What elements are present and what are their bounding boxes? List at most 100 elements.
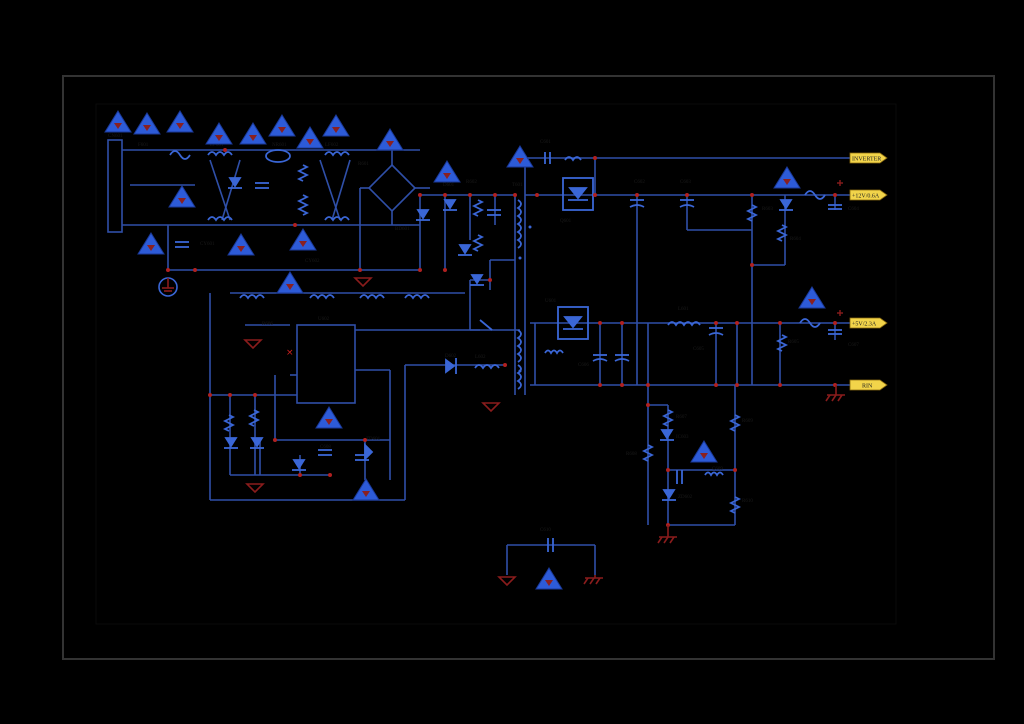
port-inverter-label: INVERTER [852, 157, 881, 163]
svg-text:U601: U601 [545, 299, 557, 304]
svg-text:R603: R603 [762, 207, 773, 212]
warning-triangle-mark [516, 158, 524, 164]
warning-triangle-icon [322, 114, 350, 137]
svg-text:T601: T601 [512, 183, 523, 188]
warning-triangle-icon [798, 286, 826, 309]
svg-text:R607: R607 [676, 415, 687, 420]
warning-triangle-mark [286, 284, 294, 290]
port-12v-label: +12V/0.6A [852, 194, 880, 200]
warning-triangle-mark [215, 135, 223, 141]
warning-triangle-icon [205, 122, 233, 145]
port-rin-label: RIN [862, 384, 873, 390]
warning-triangle-icon [535, 567, 563, 590]
warning-triangle-mark [386, 141, 394, 147]
svg-text:NR601: NR601 [272, 143, 287, 148]
svg-text:C603: C603 [680, 180, 691, 185]
warning-triangle-mark [362, 491, 370, 497]
warning-triangle-icon [296, 126, 324, 149]
warning-triangle-mark [178, 198, 186, 204]
inductors [169, 149, 826, 477]
warning-triangle-icon [133, 112, 161, 135]
svg-text:L601: L601 [678, 307, 689, 312]
svg-text:C606: C606 [578, 363, 589, 368]
svg-text:D601: D601 [443, 183, 455, 188]
svg-text:R608: R608 [626, 452, 637, 457]
warning-triangle-mark [237, 246, 245, 252]
junction-nodes [166, 148, 837, 527]
svg-text:C608: C608 [320, 445, 331, 450]
warning-triangle-mark [325, 419, 333, 425]
svg-text:LF602: LF602 [325, 143, 339, 148]
svg-text:R606: R606 [262, 322, 273, 327]
port-rin: RIN [849, 379, 888, 391]
warning-triangle-mark [332, 127, 340, 133]
warning-triangle-icon [315, 406, 343, 429]
svg-text:CY601: CY601 [200, 242, 215, 247]
svg-text:R605: R605 [788, 340, 799, 345]
warning-triangle-mark [114, 123, 122, 129]
capacitors [175, 152, 842, 552]
warning-triangle-mark [143, 125, 151, 131]
warning-triangle-icon [352, 478, 380, 501]
warning-triangle-icon [690, 440, 718, 463]
svg-text:R602: R602 [466, 180, 477, 185]
svg-text:L602: L602 [475, 355, 486, 360]
warning-triangle-icon [166, 110, 194, 133]
warning-triangle-icon [104, 110, 132, 133]
svg-text:C602: C602 [634, 180, 645, 185]
svg-text:C607: C607 [848, 343, 859, 348]
warning-triangle-mark [249, 135, 257, 141]
port-12v: +12V/0.6A [849, 189, 888, 201]
port-inverter: INVERTER [849, 152, 888, 164]
svg-text:×: × [286, 348, 294, 358]
svg-text:ZD601: ZD601 [366, 437, 381, 442]
svg-text:C604: C604 [848, 207, 859, 212]
svg-text:R610: R610 [742, 499, 753, 504]
svg-text:R601: R601 [358, 162, 369, 167]
warning-triangle-mark [306, 139, 314, 145]
outer-frame [62, 75, 995, 660]
warning-triangles [104, 110, 826, 590]
svg-text:CY602: CY602 [305, 259, 320, 264]
svg-text:C609: C609 [712, 467, 723, 472]
svg-text:C610: C610 [540, 528, 551, 533]
pin-markers: × [286, 180, 843, 373]
warning-triangle-icon [433, 160, 461, 183]
svg-text:F601: F601 [138, 143, 149, 148]
svg-text:R604: R604 [790, 237, 801, 242]
warning-triangle-mark [808, 299, 816, 305]
port-5v: +5V/2.3A [849, 317, 888, 329]
svg-text:LF601: LF601 [210, 143, 224, 148]
warning-triangle-icon [773, 166, 801, 189]
warning-triangle-icon [289, 228, 317, 251]
svg-text:ZD602: ZD602 [678, 495, 693, 500]
inner-frame [95, 103, 897, 625]
output-ports: INVERTER +12V/0.6A +5V/2.3A RIN [849, 152, 888, 391]
warning-triangle-icon [227, 233, 255, 256]
ground-icon [243, 277, 517, 587]
warning-triangle-mark [299, 241, 307, 247]
warning-triangle-mark [147, 245, 155, 251]
svg-text:IC603: IC603 [676, 435, 689, 440]
warning-triangle-mark [278, 127, 286, 133]
warning-triangle-icon [239, 122, 267, 145]
warning-triangle-mark [700, 453, 708, 459]
svg-text:BD601: BD601 [395, 227, 410, 232]
warning-triangle-mark [783, 179, 791, 185]
component-designators: CN601 F601 LF601 NR601 LF602 R601 CY601 … [108, 134, 859, 533]
warning-triangle-icon [268, 114, 296, 137]
svg-text:R609: R609 [742, 419, 753, 424]
resistors [222, 164, 789, 514]
svg-text:C605: C605 [693, 347, 704, 352]
svg-text:U602: U602 [318, 317, 330, 322]
warning-triangle-icon [137, 232, 165, 255]
chassis-ground-icon [583, 385, 845, 585]
warning-triangle-icon [168, 185, 196, 208]
warning-triangle-icon [506, 145, 534, 168]
svg-text:CN601: CN601 [108, 134, 123, 139]
earth-ground-icon [158, 277, 178, 297]
svg-text:C601: C601 [540, 140, 551, 145]
svg-text:Q601: Q601 [560, 219, 572, 224]
warning-triangle-mark [176, 123, 184, 129]
